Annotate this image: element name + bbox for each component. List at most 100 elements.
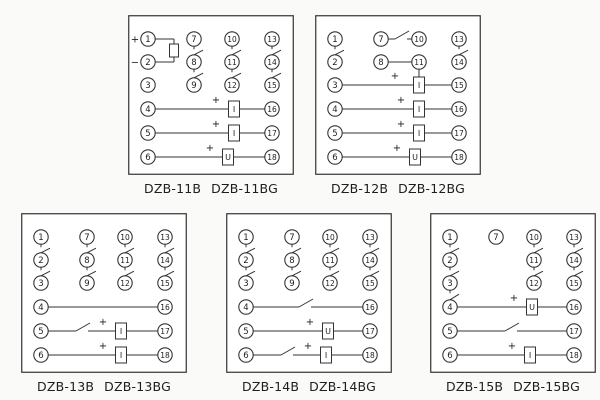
terminal-number: 2 [145, 58, 150, 68]
terminal-number: 13 [365, 233, 375, 242]
terminal-number: 1 [243, 233, 248, 243]
coil-rect [228, 100, 240, 118]
contact-blade [449, 293, 460, 301]
terminal-circle [140, 125, 156, 141]
model-name-g: DZB-14BG [309, 379, 376, 394]
contact-blade [334, 49, 345, 56]
terminal-circle [327, 125, 343, 141]
terminal-number: 18 [267, 153, 277, 162]
contact-blade [124, 247, 135, 254]
terminal-circle [566, 347, 582, 363]
terminal-circle [264, 54, 280, 70]
contact-blade [458, 49, 469, 56]
terminal-circle [362, 229, 378, 245]
polarity-plus: + [306, 317, 314, 328]
coil-rect [524, 346, 536, 364]
coil-rect [409, 148, 421, 166]
coil-rect [115, 346, 127, 364]
terminal-circle [566, 275, 582, 291]
polarity-plus: + [99, 341, 107, 352]
terminal-circle [117, 275, 133, 291]
terminal-circle [140, 31, 156, 47]
polarity-plus: + [212, 119, 220, 130]
polarity-plus: + [397, 95, 405, 106]
terminal-number: 10 [227, 35, 237, 44]
terminal-circle [264, 77, 280, 93]
terminal-circle [322, 229, 338, 245]
terminal-number: 5 [243, 327, 248, 337]
terminal-number: 17 [267, 129, 277, 138]
terminal-number: 17 [569, 327, 579, 336]
terminal-circle [238, 229, 254, 245]
terminal-number: 13 [267, 35, 277, 44]
terminal-number: 12 [325, 279, 335, 288]
coil-label: I [233, 129, 235, 138]
coil-label: I [418, 129, 420, 138]
terminal-circle [526, 275, 542, 291]
contact-blade [124, 270, 135, 277]
terminal-number: 8 [191, 58, 196, 68]
contact-blade [449, 270, 460, 277]
terminal-number: 2 [243, 256, 248, 266]
model-name: DZB-14B [242, 379, 300, 394]
coil-label: U [529, 303, 535, 312]
terminal-circle [451, 77, 467, 93]
terminal-circle [238, 252, 254, 268]
polarity-plus: + [391, 71, 399, 82]
contact-blade [231, 49, 242, 56]
contact-blade [231, 72, 242, 79]
contact-blade [291, 247, 302, 254]
terminal-number: 10 [529, 233, 539, 242]
terminal-number: 2 [332, 58, 337, 68]
coil-label: U [325, 327, 331, 336]
terminal-number: 16 [267, 105, 277, 114]
terminal-number: 4 [243, 303, 248, 313]
coil-rect [413, 76, 425, 94]
terminal-circle [140, 149, 156, 165]
contact-blade [298, 298, 314, 308]
contact-blade [245, 247, 256, 254]
terminal-number: 7 [493, 233, 498, 243]
terminal-number: 17 [365, 327, 375, 336]
model-name-g: DZB-12BG [398, 181, 465, 196]
terminal-circle [79, 229, 95, 245]
terminal-circle [362, 252, 378, 268]
terminal-number: 3 [243, 279, 248, 289]
terminal-circle [33, 252, 49, 268]
terminal-circle [322, 252, 338, 268]
terminal-circle [79, 275, 95, 291]
coil-label: I [120, 327, 122, 336]
model-name-g: DZB-11BG [211, 181, 278, 196]
polarity-plus: + [393, 143, 401, 154]
terminal-circle [451, 125, 467, 141]
terminal-circle [411, 31, 427, 47]
terminal-circle [264, 125, 280, 141]
terminal-circle [411, 54, 427, 70]
polarity-plus: + [212, 95, 220, 106]
terminal-circle [264, 149, 280, 165]
terminal-circle [362, 347, 378, 363]
polarity-plus: + [508, 341, 516, 352]
terminal-number: 10 [120, 233, 130, 242]
coil-rect [228, 124, 240, 142]
terminal-number: 13 [569, 233, 579, 242]
terminal-circle [451, 31, 467, 47]
terminal-circle [442, 347, 458, 363]
terminal-circle [322, 275, 338, 291]
terminal-number: 11 [120, 256, 130, 265]
terminal-number: 18 [365, 351, 375, 360]
terminal-number: 14 [454, 58, 464, 67]
terminal-circle [566, 252, 582, 268]
contact-blade [75, 322, 91, 332]
terminal-number: 15 [365, 279, 375, 288]
coil-rect [115, 322, 127, 340]
coil-rect [526, 298, 538, 316]
model-name: DZB-12B [331, 181, 389, 196]
terminal-circle [284, 252, 300, 268]
